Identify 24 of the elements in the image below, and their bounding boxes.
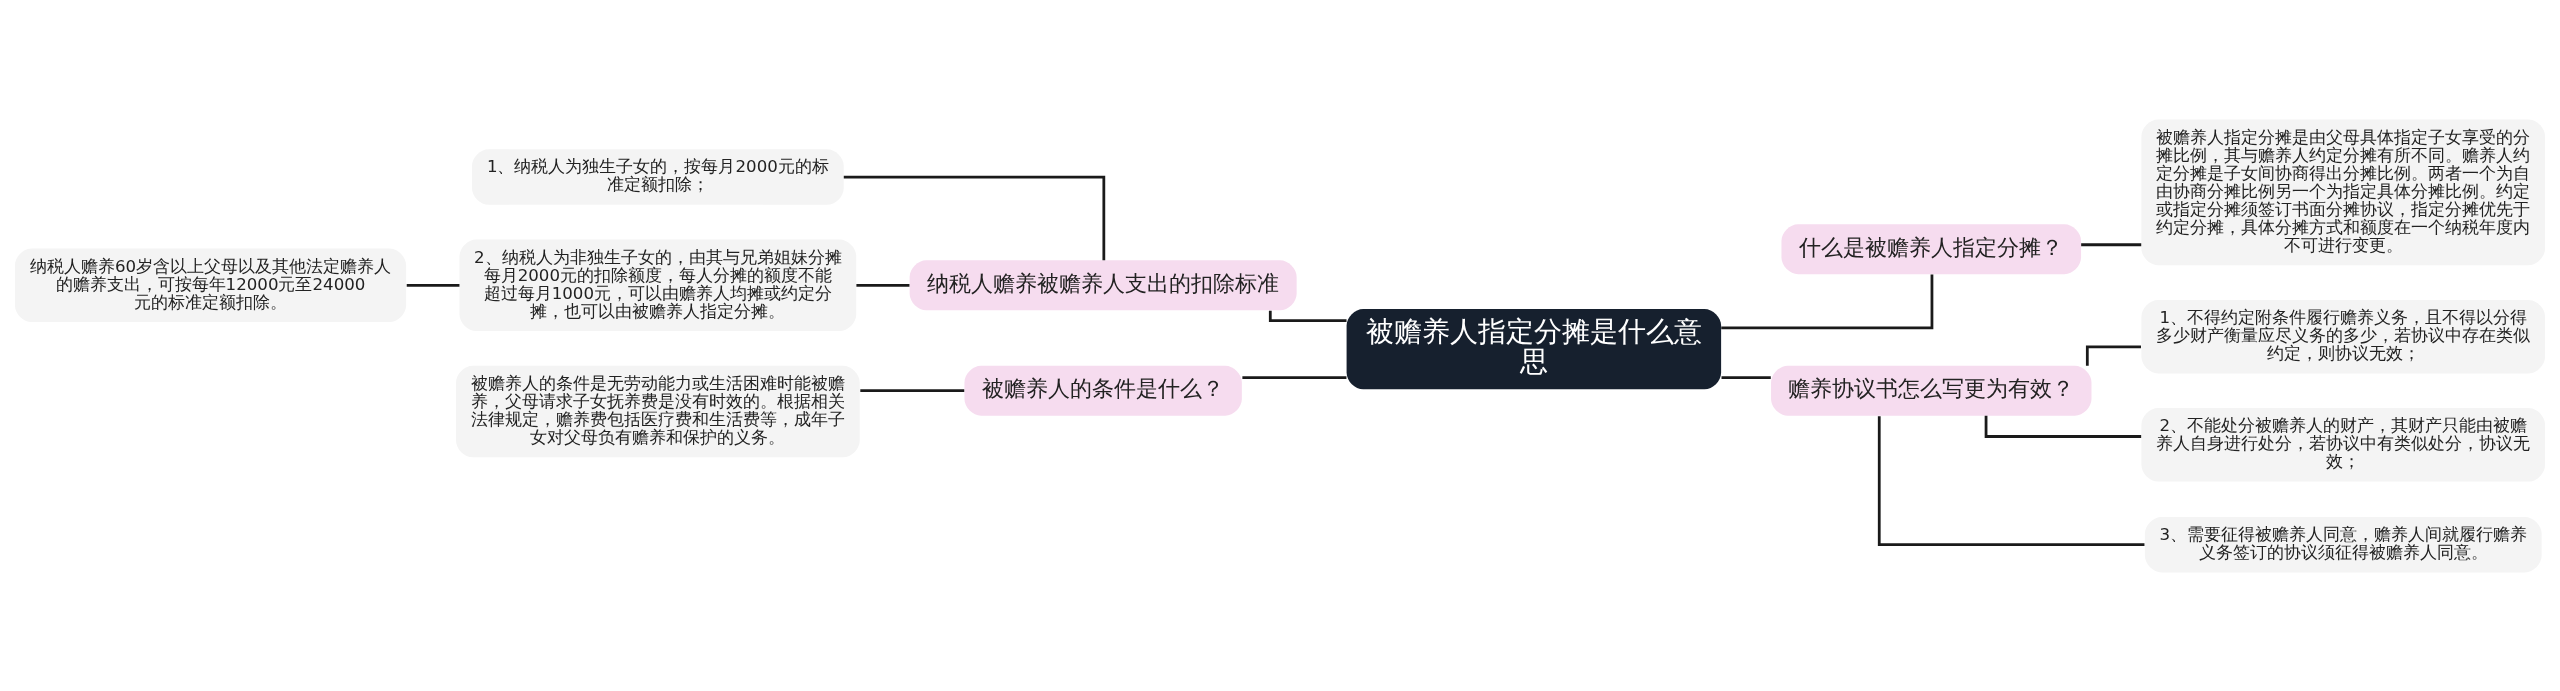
connector xyxy=(1721,274,1934,329)
connector xyxy=(1242,375,1347,379)
node-box: 被赡养人的条件是无劳动能力或生活困难时能被赡养，父母请求子女抚养费是没有时效的。根据相关法律规定，赡养费包括医疗费和生活费等，成年子女对父母负有赡养和保护的义务。 xyxy=(456,365,860,457)
connector xyxy=(1877,415,2145,546)
connector xyxy=(2085,344,2141,366)
node-box: 被赡养人指定分摊是由父母具体指定子女享受的分摊比例，其与赡养人约定分摊有所不同。赡养人约定分摊是子女间协商得出分摊比例。两者一个为自由协商分摊比例另一个为指定具体分摊比例。约定或指定分摊须签订书面分摊协议，指定分摊优先于约定分摊，具体分摊方式和额度在一个纳税年度内不可进行变更。 xyxy=(2141,119,2546,265)
node-box: 纳税人赡养60岁含以上父母以及其他法定赡养人的赡养支出，可按每年12000元至24000元的标准定额扣除。 xyxy=(14,248,407,322)
node-box: 什么是被赡养人指定分摊？ xyxy=(1781,223,2082,274)
connector xyxy=(406,283,460,287)
node-box: 1、纳税人为独生子女的，按每月2000元的标准定额扣除； xyxy=(472,148,844,205)
connector xyxy=(2081,242,2142,246)
connector xyxy=(1721,375,1771,379)
node-box: 3、需要征得被赡养人同意，赡养人间就履行赡养义务签订的协议须征得被赡养人同意。 xyxy=(2144,516,2542,572)
connector xyxy=(856,283,910,287)
node-box: 1、不得约定附条件履行赡养义务，且不得以分得多少财产衡量应尽义务的多少，若协议中存在类似约定，则协议无效； xyxy=(2141,299,2546,373)
node-box: 纳税人赡养被赡养人支出的扣除标准 xyxy=(909,259,1297,310)
node-box: 被赡养人的条件是什么？ xyxy=(964,365,1242,416)
node-box: 赡养协议书怎么写更为有效？ xyxy=(1771,365,2092,416)
node-box: 2、纳税人为非独生子女的，由其与兄弟姐妹分摊每月2000元的扣除额度，每人分摊的额度不能超过每月1000元，可以由赡养人均摊或约定分摊，也可以由被赡养人指定分摊。 xyxy=(459,239,857,331)
connector xyxy=(843,175,1106,260)
node-box: 被赡养人指定分摊是什么意思 xyxy=(1346,308,1722,389)
node-box: 2、不能处分被赡养人的财产，其财产只能由被赡养人自身进行处分，若协议中有类似处分，协议无效； xyxy=(2141,407,2546,482)
connector xyxy=(1984,415,2142,438)
connector xyxy=(860,388,965,392)
